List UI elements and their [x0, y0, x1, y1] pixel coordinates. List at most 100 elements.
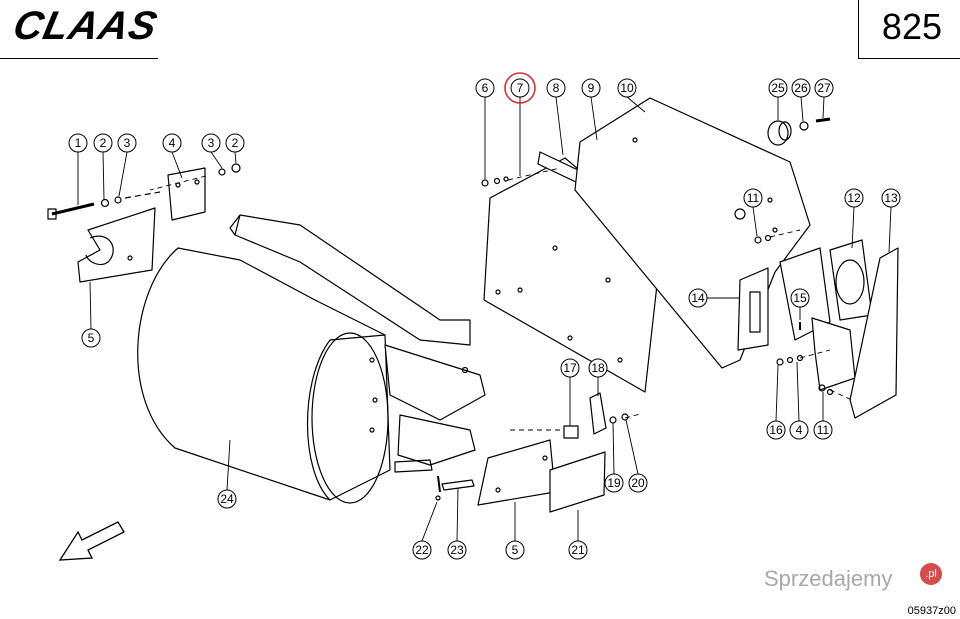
- callout-label: 22: [415, 543, 429, 557]
- callout-circle: [766, 420, 786, 440]
- callout-label: 9: [588, 81, 595, 95]
- callout-20: 20: [628, 473, 648, 493]
- callout-4: 4: [789, 420, 809, 440]
- callout-label: 2: [100, 136, 107, 150]
- callout-circle: [628, 473, 648, 493]
- callout-label: 23: [450, 543, 464, 557]
- callout-circle: [162, 133, 182, 153]
- callout-label: 15: [793, 291, 807, 305]
- header-divider-right: [858, 58, 960, 59]
- bolt-assembly-left: [47, 191, 161, 220]
- callout-label: 18: [591, 361, 605, 375]
- callout-11: 11: [813, 420, 833, 440]
- callout-circle: [505, 540, 525, 560]
- callout-label: 13: [884, 191, 898, 205]
- callout-27: 27: [814, 78, 834, 98]
- callout-label: 14: [691, 291, 705, 305]
- direction-arrow-icon: [58, 521, 125, 561]
- cover-plate-21: [549, 451, 606, 513]
- callout-18: 18: [588, 358, 608, 378]
- drawing-code: 05937z00: [907, 605, 956, 617]
- callout-circle: [68, 133, 88, 153]
- callout-26: 26: [791, 78, 811, 98]
- callout-circle: [93, 133, 113, 153]
- callout-19: 19: [604, 473, 624, 493]
- parts-22-23: [435, 475, 475, 501]
- side-bracket-14: [737, 267, 769, 351]
- callout-circle: [790, 288, 810, 308]
- callout-label: 12: [847, 191, 861, 205]
- callout-2: 2: [93, 133, 113, 153]
- callout-label: 16: [769, 423, 783, 437]
- callout-13: 13: [881, 188, 901, 208]
- callout-label: 4: [169, 136, 176, 150]
- callout-circle: [814, 78, 834, 98]
- callout-circle: [604, 473, 624, 493]
- left-bracket-plate: [77, 207, 156, 283]
- callout-circle: [588, 358, 608, 378]
- header-divider-left: [0, 58, 158, 59]
- callout-circle: [688, 288, 708, 308]
- callout-highlight-ring: [504, 72, 536, 104]
- header-divider-vertical: [858, 0, 859, 58]
- callout-label: 26: [794, 81, 808, 95]
- callout-circle: [844, 188, 864, 208]
- callout-label: 6: [482, 81, 489, 95]
- callout-label: 21: [571, 543, 585, 557]
- bracket-18: [563, 392, 629, 439]
- callout-circle: [217, 489, 237, 509]
- callout-circle: [768, 78, 788, 98]
- callout-17: 17: [560, 358, 580, 378]
- watermark-badge: .pl: [920, 563, 942, 585]
- callout-4: 4: [162, 133, 182, 153]
- callout-10: 10: [617, 78, 637, 98]
- callout-circle: [881, 188, 901, 208]
- callout-16: 16: [766, 420, 786, 440]
- callout-7: 7: [504, 72, 536, 104]
- callout-label: 5: [88, 331, 95, 345]
- callout-circle: [568, 540, 588, 560]
- callout-circle: [617, 78, 637, 98]
- leader-lines: [77, 96, 892, 542]
- callout-circle: [201, 133, 221, 153]
- callout-1: 1: [68, 133, 88, 153]
- callout-3: 3: [117, 133, 137, 153]
- callout-label: 11: [817, 423, 830, 437]
- callout-circle: [813, 420, 833, 440]
- callout-circle: [581, 78, 601, 98]
- callout-label: 11: [747, 191, 760, 205]
- callout-15: 15: [790, 288, 810, 308]
- callout-circle: [789, 420, 809, 440]
- callout-label: 1: [75, 136, 82, 150]
- callout-6: 6: [475, 78, 495, 98]
- callout-label: 7: [517, 81, 524, 95]
- callout-circle: [412, 540, 432, 560]
- callout-5: 5: [505, 540, 525, 560]
- callout-5: 5: [81, 328, 101, 348]
- callout-24: 24: [217, 489, 237, 509]
- callout-circle: [743, 188, 763, 208]
- callout-circle: [791, 78, 811, 98]
- rubber-bushing-25: [767, 117, 831, 146]
- callout-label: 27: [817, 81, 831, 95]
- lower-plate-5: [477, 439, 556, 506]
- callout-12: 12: [844, 188, 864, 208]
- assembly-lines: [149, 167, 853, 431]
- callout-label: 8: [553, 81, 560, 95]
- callout-label: 3: [124, 136, 131, 150]
- callout-14: 14: [688, 288, 708, 308]
- seal-plate-12: [829, 239, 873, 321]
- drum-housing: [137, 214, 486, 504]
- callout-9: 9: [581, 78, 601, 98]
- callout-label: 25: [771, 81, 785, 95]
- callout-label: 5: [512, 543, 519, 557]
- callout-circle: [475, 78, 495, 98]
- hardware-right: [754, 234, 834, 396]
- callout-circle: [546, 78, 566, 98]
- page-number: 825: [881, 6, 942, 47]
- callout-circle: [225, 133, 245, 153]
- callout-25: 25: [768, 78, 788, 98]
- callout-label: 4: [796, 423, 803, 437]
- callout-label: 3: [208, 136, 215, 150]
